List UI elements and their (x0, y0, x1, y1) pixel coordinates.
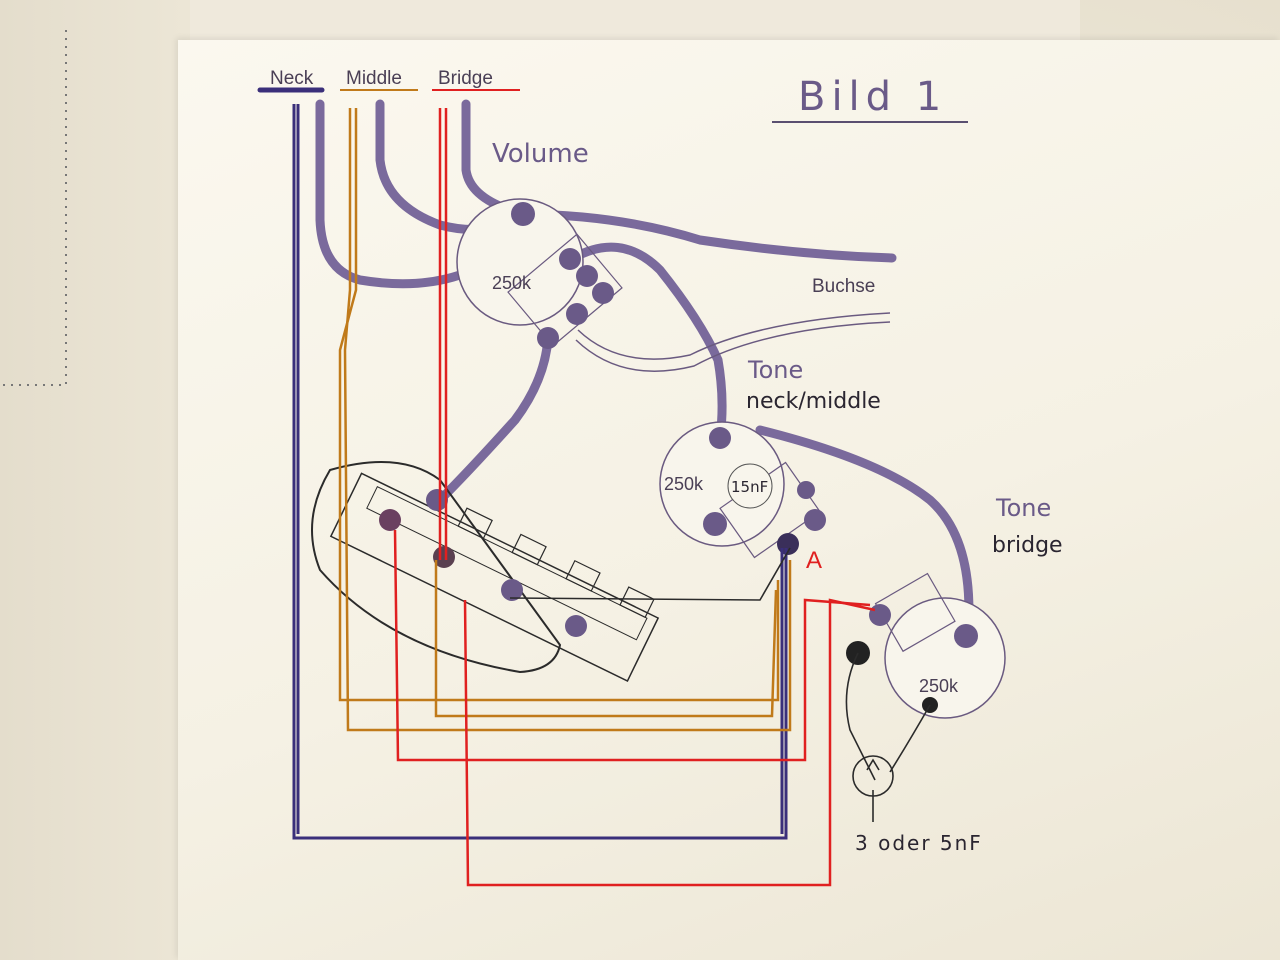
neck-wire (292, 104, 788, 840)
title: Bild 1 (798, 74, 947, 120)
buchse-label: Buchse (812, 276, 875, 297)
background-sheet-left (0, 0, 190, 960)
point-a-label: A (806, 547, 822, 574)
volume-pot: 250k (456, 198, 623, 349)
middle-wire (338, 108, 792, 732)
buchse-wire (575, 312, 891, 372)
tone-bridge-pot: 250k (846, 572, 1006, 719)
legend-neck-label: Neck (270, 68, 314, 89)
legend: Neck Middle Bridge (257, 68, 520, 93)
bridge-wire (393, 108, 876, 887)
tone-bridge-label-line1: Tone (995, 494, 1051, 522)
pencil-lines (509, 547, 931, 822)
capacitor-note: 3 oder 5nF (855, 831, 983, 855)
tone-neck-middle-pot: 250k 15nF (659, 421, 826, 559)
tone-neck-middle-label-line1: Tone (747, 356, 803, 384)
tone-bridge-pot-value: 250k (919, 676, 959, 696)
legend-bridge-label: Bridge (438, 68, 493, 89)
left-sheet-dotted-outline (0, 30, 67, 386)
tone-neck-middle-label-line2: neck/middle (746, 389, 881, 414)
tone-bridge-label-line2: bridge (992, 533, 1063, 558)
volume-pot-value: 250k (492, 273, 532, 293)
legend-middle-label: Middle (346, 68, 402, 89)
volume-label: Volume (492, 139, 589, 169)
tone-neck-middle-pot-value: 250k (664, 474, 704, 494)
tone-neck-middle-cap: 15nF (731, 478, 768, 496)
selector-switch (311, 461, 660, 682)
purple-traces (315, 99, 974, 640)
